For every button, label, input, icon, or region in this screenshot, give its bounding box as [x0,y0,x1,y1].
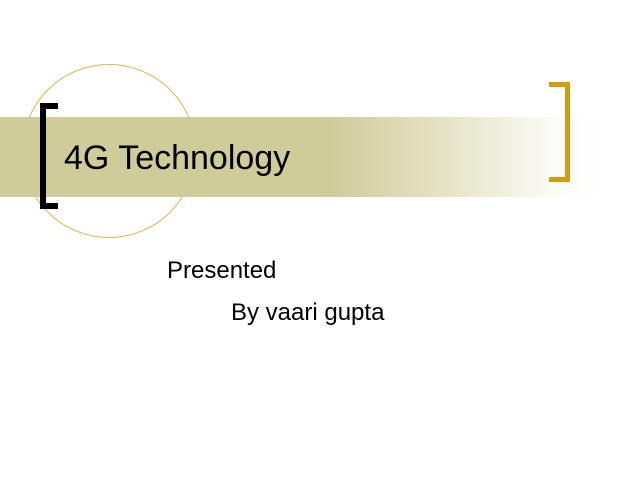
title-band [0,117,600,197]
left-bracket-decoration [40,103,58,209]
subtitle-author: By vaari gupta [231,299,385,326]
slide-title: 4G Technology [64,139,291,177]
right-bracket-decoration [549,82,570,182]
subtitle-presented: Presented [167,257,277,284]
